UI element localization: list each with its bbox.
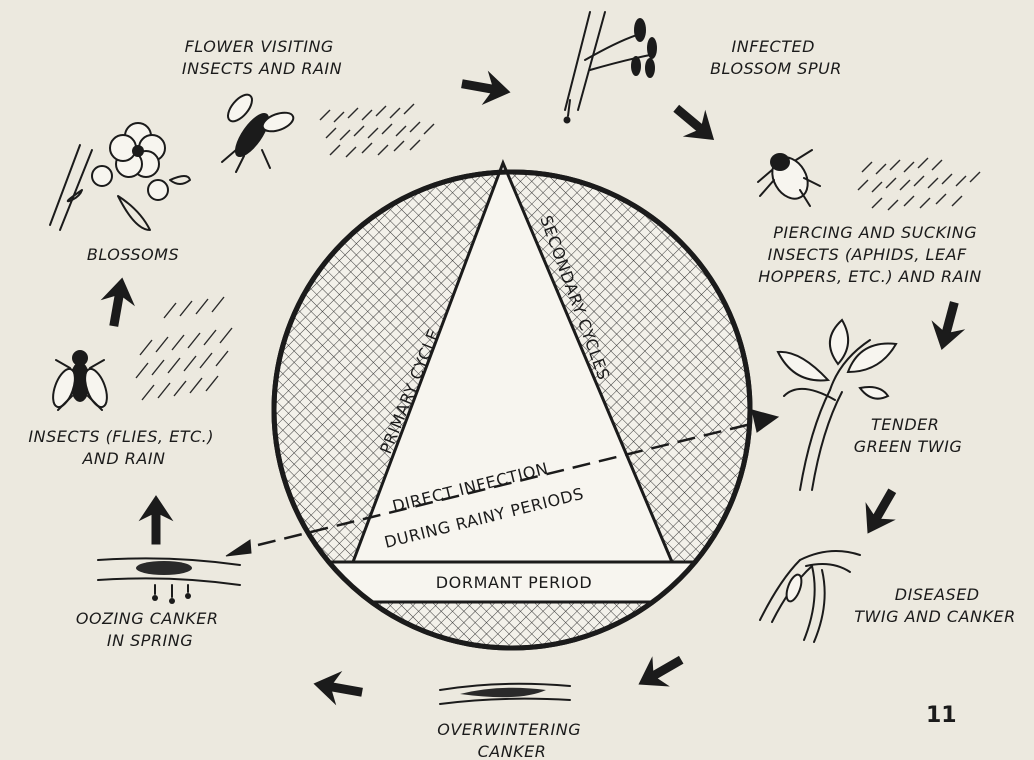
fly-illustration	[49, 350, 112, 410]
blossoms-label: BLOSSOMS	[87, 245, 179, 264]
blossoms-illustration	[50, 123, 190, 230]
blossom-spur-label: INFECTED BLOSSOM SPUR	[710, 37, 842, 78]
rain-illustration-3	[136, 297, 232, 400]
arrow-6	[312, 668, 365, 708]
overwintering-label: OVERWINTERING CANKER	[437, 720, 586, 760]
overwintering-canker-illustration	[440, 684, 570, 704]
page-number: 11	[926, 703, 957, 728]
flies-label: INSECTS (FLIES, ETC.) AND RAIN	[28, 427, 219, 468]
green-twig-illustration	[778, 320, 896, 490]
aphid-illustration	[758, 150, 820, 206]
oozing-canker-illustration	[98, 558, 240, 604]
arrow-1	[460, 68, 513, 108]
bee-illustration	[222, 91, 296, 172]
arrow-4	[854, 483, 906, 541]
cycle-circle: PRIMARY CYCLE SECONDARY CYCLES DIRECT IN…	[260, 163, 770, 648]
arrow-7	[140, 496, 172, 544]
rain-illustration-2	[858, 158, 980, 210]
arrow-5	[631, 646, 689, 698]
flower-insects-label: FLOWER VISITING INSECTS AND RAIN	[182, 37, 342, 78]
diseased-twig-illustration	[760, 551, 860, 642]
diseased-twig-label: DISEASED TWIG AND CANKER	[854, 585, 1015, 626]
blossom-spur-illustration	[564, 12, 658, 124]
dormant-period-label: DORMANT PERIOD	[436, 573, 593, 592]
arrow-2	[666, 96, 723, 151]
green-twig-label: TENDER GREEN TWIG	[854, 415, 963, 456]
arrow-8	[98, 276, 138, 329]
rain-illustration-1	[320, 104, 434, 157]
sucking-insects-label: PIERCING AND SUCKING INSECTS (APHIDS, LE…	[758, 223, 982, 286]
oozing-canker-label: OOZING CANKER IN SPRING	[76, 609, 224, 650]
arrow-3	[926, 299, 969, 354]
